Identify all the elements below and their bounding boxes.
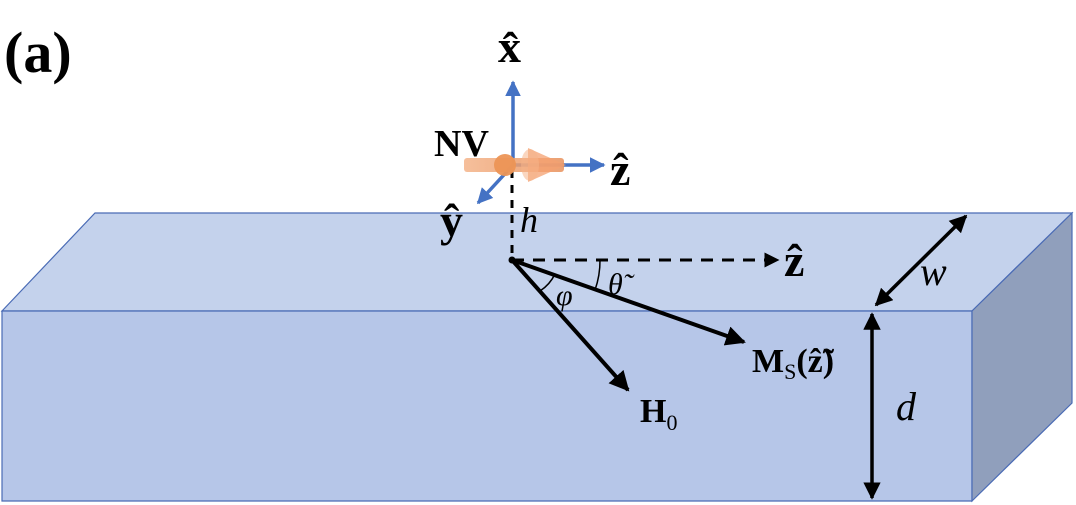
slab bbox=[0, 211, 1074, 503]
z-reference-label: ẑ bbox=[784, 235, 804, 286]
w-label: w bbox=[920, 249, 947, 294]
phi-arc bbox=[539, 273, 556, 292]
ms-vector bbox=[511, 258, 746, 346]
y-axis-label: ŷ bbox=[440, 195, 463, 246]
w-dimension-arrow bbox=[874, 214, 968, 307]
slab-front-face bbox=[1, 310, 973, 502]
ms-sub: S bbox=[784, 359, 796, 384]
h0-label: H0 bbox=[640, 393, 677, 435]
ms-arg: (ẑ̃) bbox=[796, 343, 834, 380]
nv-frame-axes bbox=[476, 80, 606, 205]
phi-label: φ bbox=[556, 279, 573, 312]
d-label: d bbox=[896, 384, 917, 429]
nv-label: NV bbox=[434, 123, 489, 165]
z-axis-label: ẑ bbox=[610, 144, 630, 195]
ms-label: MS(ẑ̃) bbox=[752, 343, 835, 384]
h0-main: H bbox=[640, 393, 666, 430]
slab-side-face bbox=[971, 211, 1073, 503]
h-label: h bbox=[520, 200, 538, 240]
ms-main: M bbox=[752, 343, 784, 380]
panel-label: (a) bbox=[4, 20, 72, 85]
nv-spin-icon bbox=[464, 148, 566, 182]
theta-arc bbox=[594, 259, 601, 291]
x-axis-label: x̂ bbox=[498, 21, 521, 72]
h0-vector bbox=[510, 258, 630, 392]
h0-sub: 0 bbox=[666, 410, 677, 435]
